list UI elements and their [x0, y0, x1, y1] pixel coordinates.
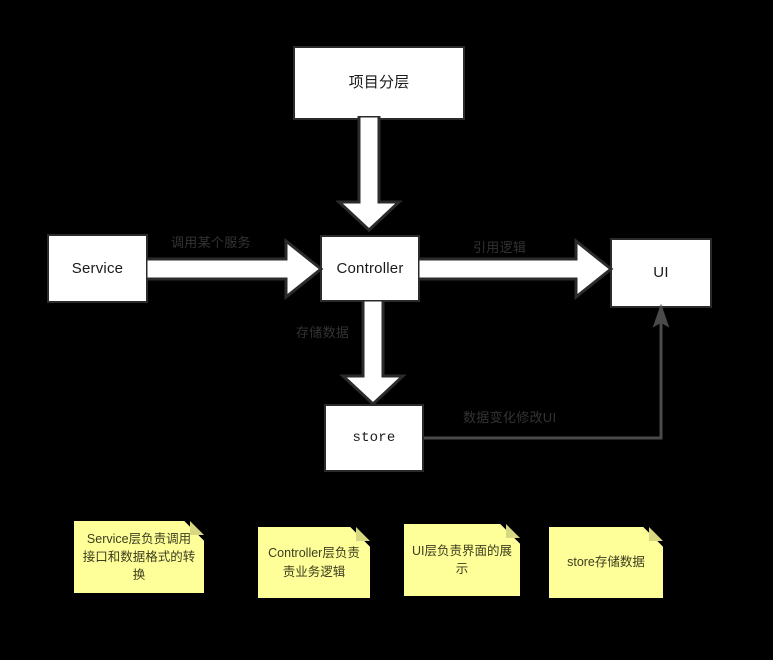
- note-text: UI层负责界面的展示: [411, 543, 512, 576]
- note-text: Service层负责调用接口和数据格式的转换: [82, 531, 196, 583]
- edge-label-call-service: 调用某个服务: [171, 235, 251, 250]
- node-label: Controller: [336, 259, 404, 277]
- node-service[interactable]: Service: [47, 234, 148, 303]
- node-label: UI: [653, 264, 669, 282]
- node-ui[interactable]: UI: [610, 238, 712, 308]
- note-text: Controller层负责责业务逻辑: [268, 546, 360, 579]
- node-label: store: [352, 429, 396, 446]
- sticky-note-service[interactable]: Service层负责调用接口和数据格式的转换: [74, 521, 204, 593]
- edge-label-reference-logic: 引用逻辑: [473, 240, 527, 255]
- sticky-note-controller[interactable]: Controller层负责责业务逻辑: [258, 527, 370, 598]
- node-store[interactable]: store: [324, 404, 424, 472]
- node-label: Service: [71, 259, 124, 277]
- node-controller[interactable]: Controller: [320, 235, 420, 302]
- arrow-service-to-controller: [146, 238, 324, 300]
- edge-label-store-data: 存储数据: [296, 325, 350, 340]
- edge-label-data-change-updates-ui: 数据变化修改UI: [463, 410, 557, 425]
- connector-store-to-ui: [424, 303, 670, 440]
- note-fold-icon: [356, 527, 370, 541]
- note-text: store存储数据: [567, 555, 645, 570]
- note-fold-icon: [506, 524, 520, 538]
- arrow-project-to-controller: [336, 116, 402, 232]
- sticky-note-ui[interactable]: UI层负责界面的展示: [404, 524, 520, 596]
- node-project-layering[interactable]: 项目分层: [293, 46, 465, 120]
- node-label: 项目分层: [348, 74, 410, 92]
- arrow-controller-to-store: [340, 300, 406, 406]
- sticky-note-store[interactable]: store存储数据: [549, 527, 663, 598]
- arrow-controller-to-ui: [418, 238, 614, 300]
- note-fold-icon: [649, 527, 663, 541]
